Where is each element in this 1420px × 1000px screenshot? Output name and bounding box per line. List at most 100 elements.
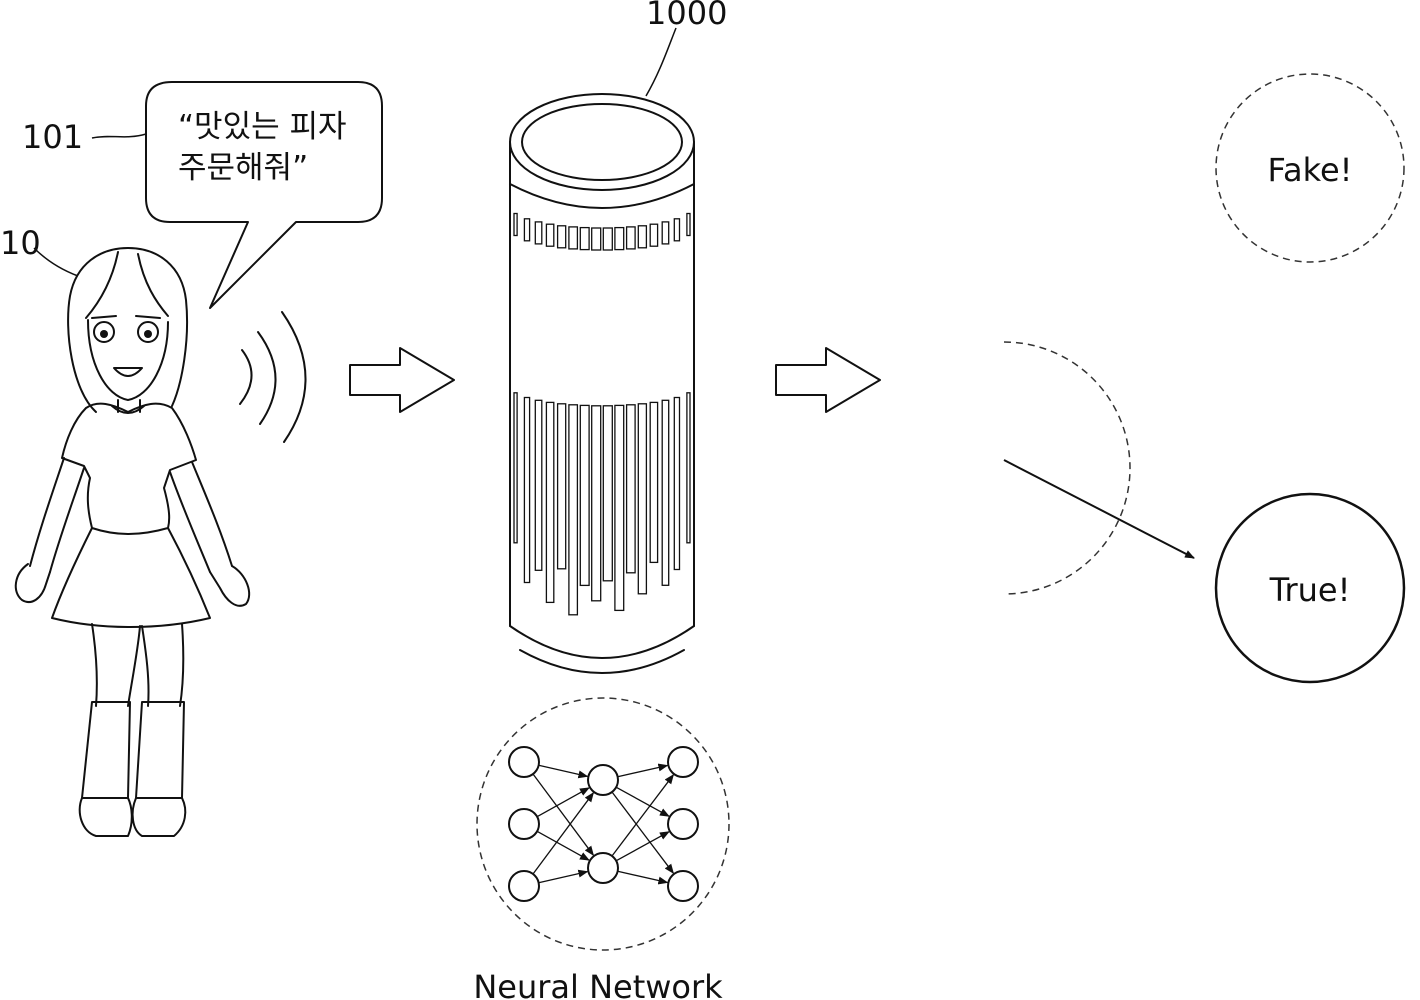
fake-label: Fake!	[1268, 151, 1353, 189]
cylindrical-ai-speaker	[510, 94, 694, 673]
true-result: True!	[1216, 494, 1404, 682]
grille-slot-bottom	[580, 405, 589, 585]
left-shoe	[80, 798, 132, 836]
sound-wave-inner	[240, 350, 252, 404]
speech-bubble: “맛있는 피자 주문해줘”	[146, 82, 382, 308]
grille-slot-top	[615, 228, 624, 250]
grille-slot-top	[627, 227, 636, 249]
device-leader-line	[646, 28, 676, 96]
speaker-grille-top	[514, 214, 690, 251]
grille-slot-top	[569, 227, 578, 249]
grille-slot-bottom	[592, 406, 601, 601]
true-label: True!	[1269, 571, 1351, 609]
decision-boundary-arc	[1004, 342, 1130, 594]
device-reference: 1000	[646, 0, 727, 96]
neural-network-node	[509, 809, 539, 839]
grille-slot-bottom	[674, 398, 679, 570]
speech-leader-line	[92, 134, 146, 138]
sound-wave-outer	[282, 312, 306, 442]
grille-slot-bottom	[662, 400, 669, 585]
grille-slot-bottom	[558, 404, 566, 569]
grille-slot-top	[603, 228, 612, 250]
grille-slot-bottom	[638, 404, 646, 594]
neural-network-edge	[618, 766, 668, 777]
hair-outline	[68, 248, 187, 412]
neural-network-edge	[539, 765, 588, 776]
eyebrows	[92, 316, 160, 318]
speech-reference: 101	[22, 118, 146, 156]
legs	[92, 624, 183, 706]
sound-wave-middle	[258, 332, 276, 424]
speaker-base	[520, 650, 684, 673]
speaker-bottom-edge	[510, 626, 694, 658]
grille-slot-bottom	[514, 393, 517, 543]
sound-waves-icon	[240, 312, 306, 442]
grille-slot-top	[687, 214, 690, 236]
neural-network-node	[668, 871, 698, 901]
user-reference: 10	[0, 224, 78, 276]
neural-network-node	[509, 747, 539, 777]
speech-line-2: 주문해줘”	[178, 150, 308, 186]
grille-slot-top	[662, 222, 669, 244]
right-pupil	[144, 330, 152, 338]
speaker-top-rim	[510, 94, 694, 190]
speaker-top-opening	[522, 104, 682, 180]
hair-fringe-left	[86, 252, 118, 318]
grille-slot-top	[592, 228, 601, 250]
speech-line-1: “맛있는 피자	[178, 109, 347, 145]
grille-slot-top	[546, 224, 553, 246]
neural-network-edge	[612, 775, 673, 856]
grille-slot-top	[535, 222, 542, 244]
speech-ref-number: 101	[22, 118, 83, 156]
grille-slot-top	[650, 224, 657, 246]
fake-result: Fake!	[1216, 74, 1404, 262]
user-figure	[16, 248, 249, 836]
neural-network-edge	[612, 792, 673, 873]
grille-slot-bottom	[535, 400, 542, 570]
speaker-top-band	[510, 184, 694, 208]
grille-slot-bottom	[687, 393, 690, 543]
grille-slot-bottom	[627, 405, 636, 573]
left-hand	[16, 564, 50, 602]
shirt-outline	[62, 404, 196, 534]
hair-fringe-right	[138, 254, 168, 316]
neural-network-node	[588, 765, 618, 795]
speaker-grille-bottom	[514, 393, 690, 615]
neural-network-node	[668, 809, 698, 839]
device-ref-number: 1000	[646, 0, 727, 32]
grille-slot-bottom	[546, 402, 553, 602]
neural-network-diagram: Neural Network	[473, 698, 729, 1000]
neural-network-node	[509, 871, 539, 901]
grille-slot-bottom	[524, 398, 529, 583]
neural-network-caption: Neural Network	[473, 968, 723, 1000]
left-arm	[30, 458, 84, 572]
neural-network-node	[668, 747, 698, 777]
grille-slot-bottom	[650, 402, 657, 562]
grille-slot-bottom	[615, 405, 624, 610]
face-outline	[88, 320, 168, 400]
right-hand	[210, 566, 249, 606]
grille-slot-bottom	[603, 406, 612, 581]
grille-slot-top	[674, 219, 679, 241]
right-arm	[170, 462, 232, 572]
neural-network-edge	[618, 871, 668, 882]
neural-network-nodes	[509, 747, 698, 901]
left-pupil	[100, 330, 108, 338]
grille-slot-top	[524, 219, 529, 241]
hollow-arrow-right-icon	[350, 348, 454, 412]
skirt-outline	[52, 528, 210, 627]
smiling-mouth	[114, 368, 142, 376]
neural-network-node	[588, 853, 618, 883]
grille-slot-top	[514, 214, 517, 236]
neural-network-edge	[537, 788, 589, 817]
right-shoe	[133, 798, 186, 836]
hollow-arrow-right-icon-2	[776, 348, 880, 412]
neural-network-edge	[539, 872, 588, 883]
neural-network-edge	[537, 831, 589, 860]
user-ref-number: 10	[0, 224, 41, 262]
grille-slot-top	[558, 226, 566, 248]
socks	[82, 702, 184, 798]
grille-slot-top	[638, 226, 646, 248]
grille-slot-top	[580, 228, 589, 250]
